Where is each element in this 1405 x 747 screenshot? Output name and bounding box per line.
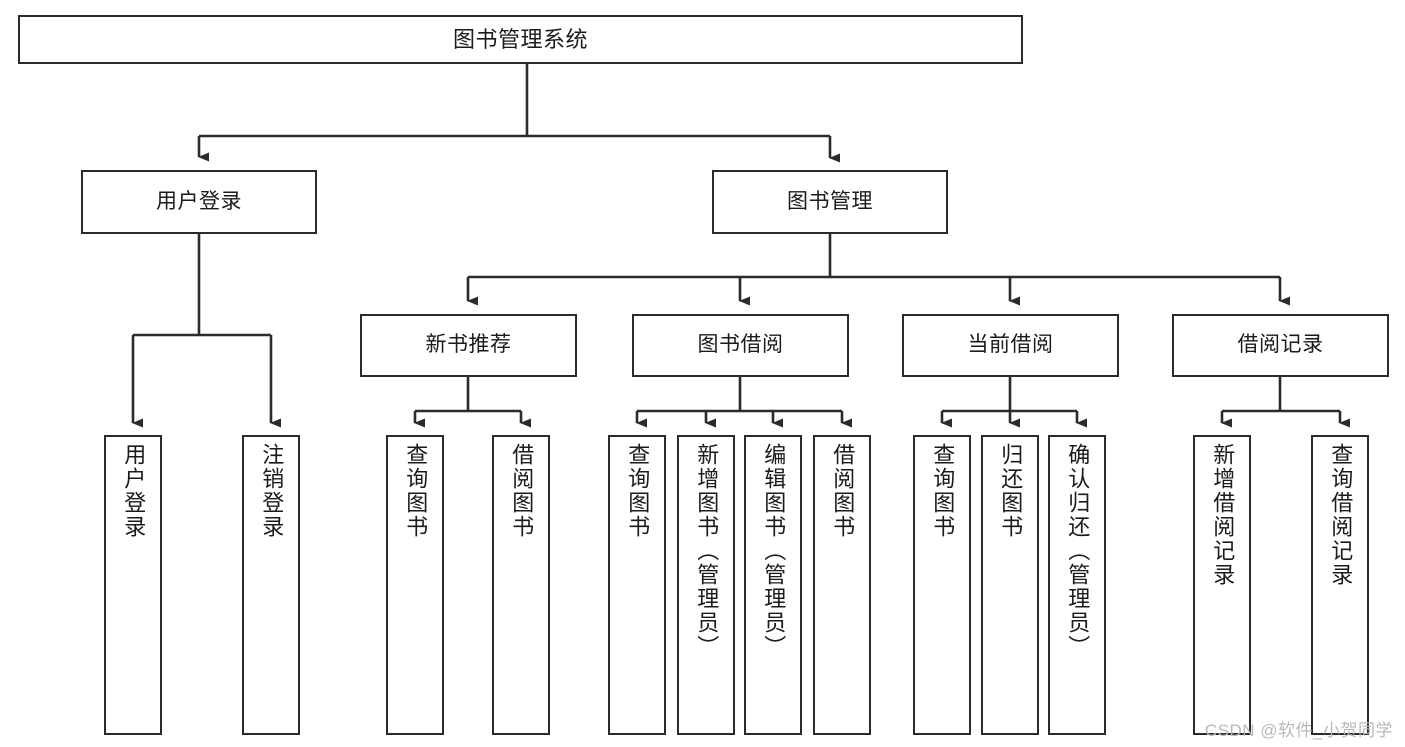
node-leaf-return-book[interactable]: 归还图书 [981,435,1039,735]
node-leaf-query-borrow-record[interactable]: 查询借阅记录 [1311,435,1369,735]
node-leaf-edit-book-label: 编辑图书（管理员） [761,443,787,659]
node-book-manage-label: 图书管理 [787,189,873,213]
node-leaf-confirm-return[interactable]: 确认归还（管理员） [1048,435,1106,735]
node-book-borrow-label: 图书借阅 [697,333,784,357]
node-leaf-borrow-book-2[interactable]: 借阅图书 [813,435,871,735]
node-leaf-query-book-3[interactable]: 查询图书 [913,435,971,735]
node-leaf-return-book-label: 归还图书 [998,443,1024,539]
node-book-manage[interactable]: 图书管理 [712,170,948,234]
node-current-borrow-label: 当前借阅 [967,333,1054,357]
node-new-book-recommend-label: 新书推荐 [425,333,512,357]
node-user-login[interactable]: 用户登录 [81,170,317,234]
node-user-login-label: 用户登录 [156,189,242,213]
node-leaf-query-borrow-record-label: 查询借阅记录 [1328,443,1354,587]
node-leaf-user-logout-label: 注销登录 [259,443,285,539]
node-leaf-borrow-book-1-label: 借阅图书 [509,443,535,539]
node-book-borrow[interactable]: 图书借阅 [632,314,849,377]
node-leaf-add-book-label: 新增图书（管理员） [694,443,720,659]
node-leaf-borrow-book-2-label: 借阅图书 [830,443,856,539]
node-leaf-user-logout[interactable]: 注销登录 [242,435,300,735]
node-leaf-query-book-1[interactable]: 查询图书 [386,435,444,735]
node-leaf-confirm-return-label: 确认归还（管理员） [1065,443,1091,659]
node-leaf-add-book[interactable]: 新增图书（管理员） [677,435,735,735]
node-leaf-query-book-1-label: 查询图书 [403,443,429,539]
csdn-watermark: CSDN @软件_小贺同学 [1204,721,1393,740]
node-leaf-query-book-2[interactable]: 查询图书 [608,435,666,735]
node-leaf-query-book-3-label: 查询图书 [930,443,956,539]
node-root[interactable]: 图书管理系统 [18,15,1023,64]
node-leaf-add-borrow-record-label: 新增借阅记录 [1210,443,1236,587]
node-leaf-user-login[interactable]: 用户登录 [104,435,162,735]
node-borrow-record-label: 借阅记录 [1237,333,1324,357]
node-current-borrow[interactable]: 当前借阅 [902,314,1119,377]
node-leaf-user-login-label: 用户登录 [121,443,147,539]
node-new-book-recommend[interactable]: 新书推荐 [360,314,577,377]
node-root-label: 图书管理系统 [452,26,588,52]
node-leaf-query-book-2-label: 查询图书 [625,443,651,539]
node-leaf-borrow-book-1[interactable]: 借阅图书 [492,435,550,735]
node-leaf-add-borrow-record[interactable]: 新增借阅记录 [1193,435,1251,735]
node-leaf-edit-book[interactable]: 编辑图书（管理员） [744,435,802,735]
node-borrow-record[interactable]: 借阅记录 [1172,314,1389,377]
